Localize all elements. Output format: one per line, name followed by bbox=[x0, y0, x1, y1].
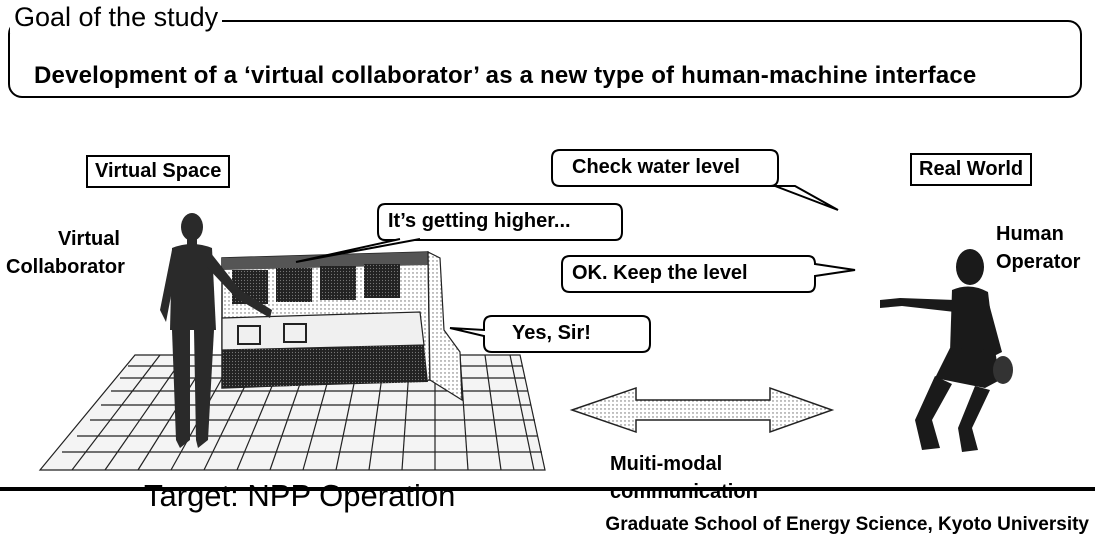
floor-grid bbox=[38, 354, 546, 471]
communication-label-line2: communication bbox=[610, 481, 758, 503]
bubble-check-water-level-text: Check water level bbox=[572, 156, 740, 178]
double-arrow bbox=[569, 386, 835, 434]
communication-label: Muiti-modal communication bbox=[610, 450, 758, 506]
goal-box bbox=[8, 20, 1082, 98]
bubble-yes-sir-text: Yes, Sir! bbox=[512, 322, 591, 344]
footer-rule bbox=[0, 487, 1095, 491]
communication-label-line1: Muiti-modal bbox=[610, 453, 723, 475]
virtual-collaborator-label: Virtual Collaborator bbox=[6, 225, 125, 281]
human-operator-label-line1: Human bbox=[996, 223, 1064, 245]
virtual-collaborator-figure bbox=[160, 213, 272, 448]
bubble-getting-higher bbox=[295, 203, 623, 263]
virtual-space-tag: Virtual Space bbox=[86, 155, 231, 188]
target-label: Target: NPP Operation bbox=[144, 478, 456, 513]
human-operator-label: Human Operator bbox=[996, 220, 1080, 276]
bubble-check-water-level bbox=[551, 149, 839, 211]
affiliation-text: Graduate School of Energy Science, Kyoto… bbox=[605, 514, 1089, 535]
bubble-keep-level-text: OK. Keep the level bbox=[572, 262, 748, 284]
virtual-collaborator-label-line2: Collaborator bbox=[6, 256, 125, 278]
bubble-getting-higher-text: It’s getting higher... bbox=[388, 210, 571, 232]
human-operator-label-line2: Operator bbox=[996, 251, 1081, 273]
real-world-tag: Real World bbox=[910, 153, 1033, 186]
goal-text: Development of a ‘virtual collaborator’ … bbox=[34, 62, 977, 89]
bubble-yes-sir bbox=[449, 315, 651, 353]
control-panel bbox=[221, 251, 463, 402]
bubble-keep-level bbox=[561, 255, 856, 293]
goal-heading: Goal of the study bbox=[10, 2, 223, 33]
human-operator-figure bbox=[880, 249, 1013, 452]
virtual-collaborator-label-line1: Virtual bbox=[58, 228, 120, 250]
